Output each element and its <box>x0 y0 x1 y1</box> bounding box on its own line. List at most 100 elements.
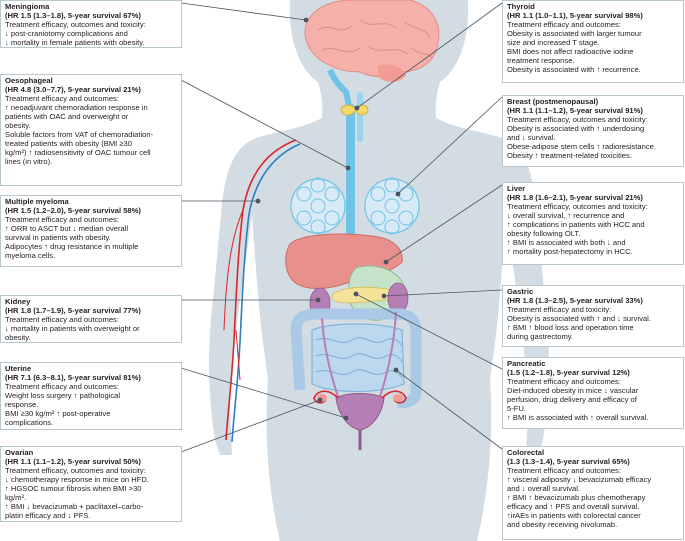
ureters <box>321 311 397 403</box>
brain-folds <box>317 19 433 59</box>
panel-line: ↑ ORR to ASCT but ↓ median overall <box>5 224 129 233</box>
panel-line: kg/m²) ↑ radiosensitivity of OAC tumour … <box>5 148 151 157</box>
nasal-airway <box>327 68 353 111</box>
panel-line: Obesity ↑ treatment-related toxicities. <box>507 151 632 160</box>
leader-meningioma <box>180 2 307 21</box>
panel-kidney: Kidney (HR 1.8 (1.7–1.9), 5-year surviva… <box>0 295 182 343</box>
panel-line: Treatment efficacy and outcomes: <box>5 382 119 391</box>
panel-colorectal: Colorectal (1.3 (1.3–1.4), 5-year surviv… <box>502 446 684 540</box>
leader-thyroid <box>356 2 503 109</box>
large-intestine <box>290 308 422 408</box>
panel-line: Treatment efficacy and outcomes: <box>5 215 119 224</box>
panel-subtitle: (1.5 (1.2–1.8), 5-year survival 12%) <box>507 368 630 377</box>
panel-subtitle: (HR 1.5 (1.2–2.0), 5-year survival 58%) <box>5 206 141 215</box>
panel-thyroid: Thyroid (HR 1.1 (1.0–1.1), 5-year surviv… <box>502 0 684 83</box>
panel-line: Treatment efficacy, outcomes and toxicit… <box>5 20 146 29</box>
panel-line: kg/m². <box>5 493 27 502</box>
panel-uterine: Uterine (HR 7.1 (6.3–8.1), 5-year surviv… <box>0 362 182 430</box>
panel-line: ↑ BMI ↑ bevacizumab plus chemotherapy <box>507 493 646 502</box>
panel-title: Ovarian <box>5 448 34 457</box>
panel-line: ↓ overall survival, ↑ recurrence and <box>507 211 625 220</box>
panel-subtitle: (HR 1.1 (1.1–1.2), 5-year survival 50%) <box>5 457 141 466</box>
panel-line: Obesity is associated with ↑ underdosing <box>507 124 645 133</box>
panel-line: Adipocytes ↑ drug resistance in multiple <box>5 242 139 251</box>
panel-gastric: Gastric (HR 1.8 (1.3–2.5), 5-year surviv… <box>502 285 684 347</box>
panel-line: patients with OAC and overweight or <box>5 112 129 121</box>
panel-line: ↑ BMI ↑ blood loss and operation time <box>507 323 634 332</box>
panel-line: treatment response. <box>507 56 575 65</box>
panel-liver: Liver (HR 1.8 (1.6–2.1), 5-year survival… <box>502 182 684 265</box>
panel-line: Treatment efficacy, outcomes and toxicit… <box>507 202 648 211</box>
panel-line: platin efficacy and ↓ PFS. <box>5 511 91 520</box>
panel-title: Breast (postmenopausal) <box>507 97 599 106</box>
panel-line: Obesity is associated with ↑ recurrence. <box>507 65 641 74</box>
panel-line: Treatment efficacy and outcomes: <box>507 466 621 475</box>
panel-title: Pancreatic <box>507 359 546 368</box>
panel-line: treated patients with obesity (BMI ≥30 <box>5 139 132 148</box>
ovary-right <box>393 394 403 402</box>
pancreas <box>331 286 396 304</box>
panel-line: Treatment efficacy, outcomes and toxicit… <box>507 115 648 124</box>
panel-subtitle: (HR 1.8 (1.7–1.9), 5-year survival 77%) <box>5 306 141 315</box>
panel-line: ↑ complications in patients with HCC and <box>507 220 645 229</box>
panel-line: obesity. <box>5 333 31 342</box>
fallopian-tubes <box>313 390 407 404</box>
panel-oesophageal: Oesophageal (HR 4.8 (3.0–7.7), 5-year su… <box>0 74 182 186</box>
leader-gastric <box>383 289 503 297</box>
panel-line: and ↓ survival. <box>507 133 556 142</box>
trachea <box>357 92 363 142</box>
panel-line: Obesity is associated with larger tumour <box>507 29 642 38</box>
panel-meningioma: Meningioma (HR 1.5 (1.3–1.8), 5-year sur… <box>0 0 182 48</box>
panel-line: 5-FU. <box>507 404 526 413</box>
panel-line: ↑ neoadjuvant chemoradiation response in <box>5 103 148 112</box>
panel-ovarian: Ovarian (HR 1.1 (1.1–1.2), 5-year surviv… <box>0 446 182 522</box>
panel-line: size and increased T stage. <box>507 38 600 47</box>
panel-line: perfusion, drug delivery and efficacy of <box>507 395 637 404</box>
panel-line: ↑ BMI is associated with ↑ overall survi… <box>507 413 649 422</box>
right-breast <box>364 178 420 234</box>
panel-line: response. <box>5 400 39 409</box>
panel-line: Diet-induced obesity in mice ↓ vascular <box>507 386 639 395</box>
panel-line: Treatment efficacy and outcomes: <box>5 94 119 103</box>
panel-line: ↓ mortality in patients with overweight … <box>5 324 140 333</box>
leader-oesophageal <box>180 79 349 169</box>
leader-pancreatic <box>355 293 503 370</box>
panel-line: ↑irAEs in patients with colorectal cance… <box>507 511 641 520</box>
panel-line: ↓ post-craniotomy complications and <box>5 29 128 38</box>
leader-uterine <box>180 367 347 419</box>
panel-line: ↓ chemotherapy response in mice on HFD. <box>5 475 149 484</box>
panel-line: Soluble factors from VAT of chemoradiati… <box>5 130 154 139</box>
artery <box>225 139 297 441</box>
panel-line: Treatment efficacy, outcomes and toxicit… <box>5 466 146 475</box>
panel-line: Obesity is associated with ↑ and ↓ survi… <box>507 314 651 323</box>
leader-liver <box>385 184 503 263</box>
panel-line: Weight loss surgery ↑ pathological <box>5 391 121 400</box>
panel-line: ↑ mortality post-hepatectomy in HCC. <box>507 247 633 256</box>
panel-line: BMI does not affect radioactive iodine <box>507 47 634 56</box>
panel-line: BMI ≥30 kg/m² ↑ post-operative <box>5 409 111 418</box>
panel-line: during gastrectomy. <box>507 332 574 341</box>
leader-ovarian <box>180 399 321 453</box>
panel-subtitle: (HR 4.8 (3.0–7.7), 5-year survival 21%) <box>5 85 141 94</box>
panel-line: and ↓ overall survival. <box>507 484 581 493</box>
leader-colorectal <box>395 369 503 450</box>
panel-multiple-myeloma: Multiple myeloma (HR 1.5 (1.2–2.0), 5-ye… <box>0 195 182 267</box>
panel-line: efficacy and ↑ PFS and overall survival. <box>507 502 640 511</box>
artery-branch <box>223 209 244 381</box>
panel-title: Oesophageal <box>5 76 53 85</box>
panel-title: Gastric <box>507 287 534 296</box>
panel-line: and obesity receiving nivolumab. <box>507 520 618 529</box>
panel-subtitle: (HR 1.1 (1.0–1.1), 5-year survival 98%) <box>507 11 643 20</box>
panel-title: Colorectal <box>507 448 545 457</box>
panel-line: ↑ BMI is associated with both ↓ and <box>507 238 626 247</box>
panel-line: ↑ BMI ↓ bevacizumab + paclitaxel–carbo- <box>5 502 144 511</box>
panel-line: ↑ HGSOC tumour fibrosis when BMI >30 <box>5 484 142 493</box>
panel-line: Obese-adipose stem cells ↑ radioresistan… <box>507 142 656 151</box>
panel-subtitle: (HR 7.1 (6.3–8.1), 5-year survival 81%) <box>5 373 141 382</box>
panel-subtitle: (HR 1.8 (1.6–2.1), 5-year survival 21%) <box>507 193 643 202</box>
panel-title: Multiple myeloma <box>5 197 69 206</box>
panel-line: Treatment efficacy and outcomes: <box>5 315 119 324</box>
left-breast <box>290 178 346 234</box>
panel-line: complications. <box>5 418 54 427</box>
